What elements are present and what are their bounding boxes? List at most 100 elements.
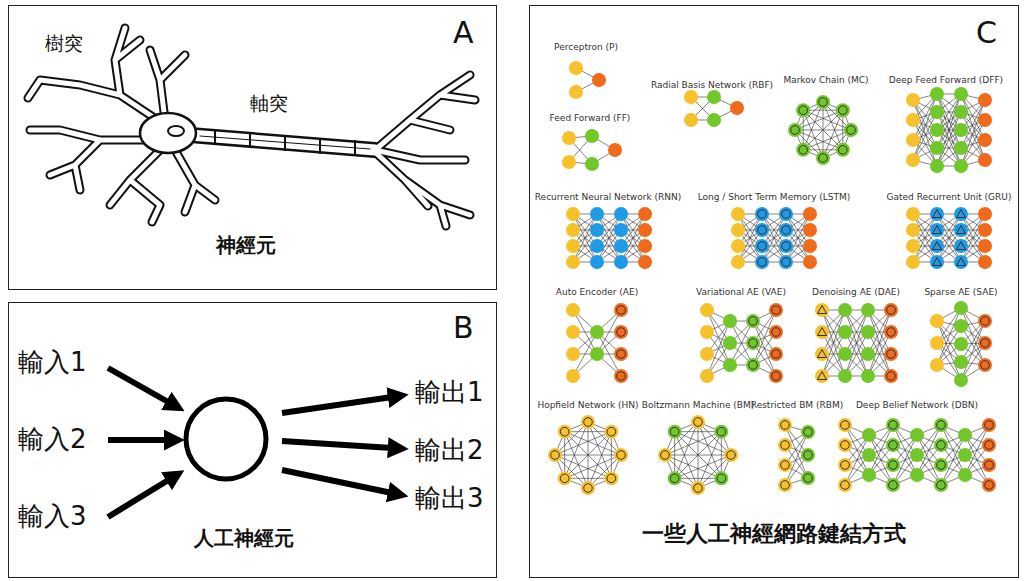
network-sketch [684, 90, 744, 127]
network-cell [978, 223, 992, 237]
network-cell [803, 223, 817, 237]
cell-triangle [818, 328, 827, 336]
network-cell [691, 481, 705, 495]
network-cell [779, 207, 793, 221]
network-links [795, 102, 851, 158]
network-cell [700, 325, 714, 339]
network-cell [836, 103, 850, 117]
network-cell [796, 103, 810, 117]
cell-ring [887, 350, 896, 359]
network-links [665, 422, 731, 488]
cell-ring [670, 474, 679, 483]
network-cell [815, 303, 829, 317]
cell-ring [889, 421, 898, 430]
network-links [913, 94, 985, 166]
cell-ring [584, 418, 593, 427]
network-cell [978, 133, 992, 147]
network-cell [844, 123, 858, 137]
panel-letter: A [453, 16, 474, 51]
network-cell [723, 358, 737, 372]
cell-ring [799, 106, 808, 115]
network-cell [801, 448, 815, 462]
cell-ring [758, 210, 767, 219]
cell-ring [772, 328, 781, 337]
network-cell [707, 113, 721, 127]
network-cell [954, 301, 968, 315]
network-cell [590, 239, 604, 253]
network-links [937, 308, 985, 380]
network-cell [930, 87, 944, 101]
network-cell [769, 325, 783, 339]
cell-ring [804, 451, 813, 460]
network-cell [930, 314, 944, 328]
panel-letter: C [976, 16, 997, 51]
network-cell [803, 239, 817, 253]
network-cell [569, 61, 583, 75]
network-cell [954, 373, 968, 387]
cell-ring [937, 461, 946, 470]
network-cell [838, 325, 852, 339]
cell-ring [985, 481, 994, 490]
neuron-circle-shape [186, 399, 266, 479]
network-cell [723, 314, 737, 328]
network-cell [982, 478, 996, 492]
network-cell [700, 303, 714, 317]
network-cell [566, 223, 580, 237]
cell-ring [670, 427, 679, 436]
network-cell [638, 255, 652, 269]
network-cell [861, 369, 875, 383]
cell-ring [694, 484, 703, 493]
network-name: Variational AE (VAE) [696, 287, 786, 297]
cell-ring [749, 339, 758, 348]
network-sketch [658, 415, 738, 495]
network-cell [838, 303, 852, 317]
network-links [555, 422, 621, 488]
network-links [822, 310, 891, 376]
network-name: Recurrent Neural Network (RNN) [535, 192, 681, 202]
network-cell [930, 207, 944, 221]
network-cell [982, 458, 996, 472]
cell-ring [838, 106, 847, 115]
network-cell [746, 314, 760, 328]
cell-ring [551, 451, 560, 460]
cell-ring [889, 461, 898, 470]
cell-ring [617, 372, 626, 381]
caption-text: 人工神經元 [159, 527, 329, 550]
network-cell [954, 123, 968, 137]
network-cell [691, 415, 705, 429]
cell-ring [782, 258, 791, 267]
network-cell [978, 358, 992, 372]
network-cell [566, 207, 580, 221]
network-cell [954, 87, 968, 101]
network-cell [906, 133, 920, 147]
network-cell [755, 239, 769, 253]
network-cell [614, 255, 628, 269]
neuron-illustration [28, 28, 475, 226]
network-cell [978, 314, 992, 328]
neuron-circle: 人工神經元 [159, 393, 329, 558]
network-cell [884, 369, 898, 383]
network-cell [934, 418, 948, 432]
network-name: Perceptron (P) [554, 42, 618, 52]
network-cell [906, 113, 920, 127]
network-cell [590, 207, 604, 221]
network-cell [958, 468, 972, 482]
cell-ring [981, 317, 990, 326]
network-cell [803, 255, 817, 269]
network-cell [906, 93, 920, 107]
network-cell [954, 337, 968, 351]
cell-ring [889, 481, 898, 490]
network-cell [731, 223, 745, 237]
network-cell [954, 223, 968, 237]
cell-ring [937, 481, 946, 490]
network-cell [930, 223, 944, 237]
network-cell [638, 223, 652, 237]
network-cell [548, 448, 562, 462]
caption-text: 一些人工神經網路鍵結方式 [530, 521, 1017, 546]
network-cell [796, 143, 810, 157]
network-sketch [906, 207, 992, 269]
network-cell [558, 425, 572, 439]
network-cell [884, 325, 898, 339]
network-cell [566, 255, 580, 269]
